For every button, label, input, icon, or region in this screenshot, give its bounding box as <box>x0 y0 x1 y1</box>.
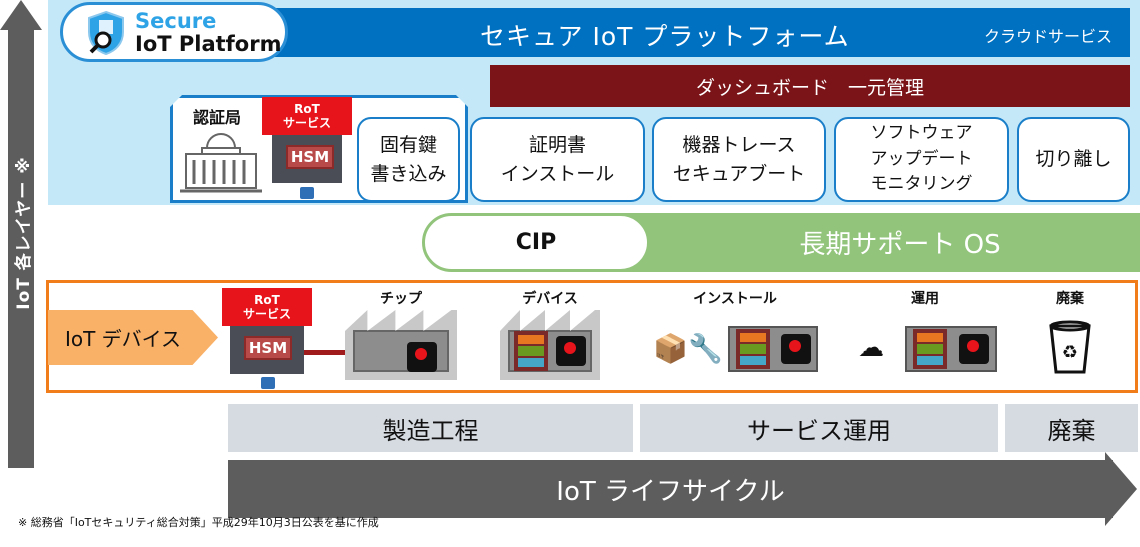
dashboard-bar: ダッシュボード 一元管理 <box>490 65 1130 107</box>
service-update-monitoring[interactable]: ソフトウェア アップデート モニタリング <box>834 117 1009 202</box>
shield-search-icon <box>88 10 124 56</box>
long-term-os-bar: 長期サポート OS <box>560 213 1140 272</box>
installed-device-icon <box>728 326 818 372</box>
service-disconnect[interactable]: 切り離し <box>1017 117 1130 202</box>
key-chip-icon <box>556 336 586 366</box>
layer-axis-label: IoT 各レイヤー ※ <box>13 156 34 310</box>
device-lock-icon <box>261 377 275 389</box>
lifecycle-arrow-head <box>1105 452 1137 526</box>
lock-icon <box>300 187 314 199</box>
software-stack-icon <box>735 329 770 369</box>
device-hsm-icon: HSM <box>230 326 304 374</box>
operating-device-icon <box>905 326 997 372</box>
phase-disposal: 廃棄 <box>1005 404 1138 452</box>
cloud-sync-icon: ☁ <box>858 333 884 363</box>
service-certificate-install[interactable]: 証明書 インストール <box>470 117 645 202</box>
svg-text:♻: ♻ <box>1062 342 1078 363</box>
platform-subtitle: クラウドサービス <box>983 27 1112 46</box>
device-rot-badge: RoT サービス <box>222 288 312 326</box>
layer-arrow <box>8 28 34 468</box>
install-tools-icon: 📦🔧 <box>653 331 723 365</box>
software-stack-icon <box>913 329 947 369</box>
stage-install: インストール <box>693 291 777 307</box>
key-chip-icon <box>407 342 437 372</box>
building-icon <box>180 133 262 193</box>
footnote: ※ 総務省「IoTセキュリティ総合対策」平成29年10月3日公表を基に作成 <box>18 516 379 529</box>
cip-label: CIP <box>422 213 650 272</box>
layer-arrow-head <box>0 0 42 30</box>
stage-device: デバイス <box>522 291 578 307</box>
platform-title: セキュア IoT プラットフォーム <box>480 22 850 51</box>
logo-line1: Secure <box>135 9 217 33</box>
lifecycle-arrow: IoT ライフサイクル <box>228 460 1113 518</box>
rot-service-badge: RoT サービス <box>262 97 352 135</box>
certificate-chip-icon <box>959 334 989 364</box>
stage-operation: 運用 <box>911 291 939 307</box>
certificate-chip-icon <box>780 334 811 364</box>
key-write-box: 固有鍵 書き込み <box>357 117 460 202</box>
logo: Secure IoT Platform <box>60 2 288 62</box>
iot-device-label: IoT デバイス <box>48 310 218 365</box>
stage-chip: チップ <box>380 291 422 307</box>
device-hsm-label: HSM <box>244 336 292 360</box>
platform-header: セキュア IoT プラットフォーム クラウドサービス <box>270 8 1130 57</box>
recycle-bin-icon: ♻ <box>1049 320 1091 374</box>
stage-disposal: 廃棄 <box>1056 291 1084 307</box>
service-trace-secure-boot[interactable]: 機器トレース セキュアブート <box>652 117 826 202</box>
phase-manufacturing: 製造工程 <box>228 404 633 452</box>
ca-label: 認証局 <box>193 108 242 127</box>
connector-line <box>304 350 346 355</box>
hsm-icon: HSM <box>272 135 342 183</box>
long-term-os-label: 長期サポート OS <box>799 230 1001 260</box>
software-stack-icon <box>514 331 548 371</box>
device-layer <box>46 280 1138 393</box>
logo-line2: IoT Platform <box>135 32 282 56</box>
hsm-label: HSM <box>286 145 334 169</box>
phase-service-operation: サービス運用 <box>640 404 998 452</box>
